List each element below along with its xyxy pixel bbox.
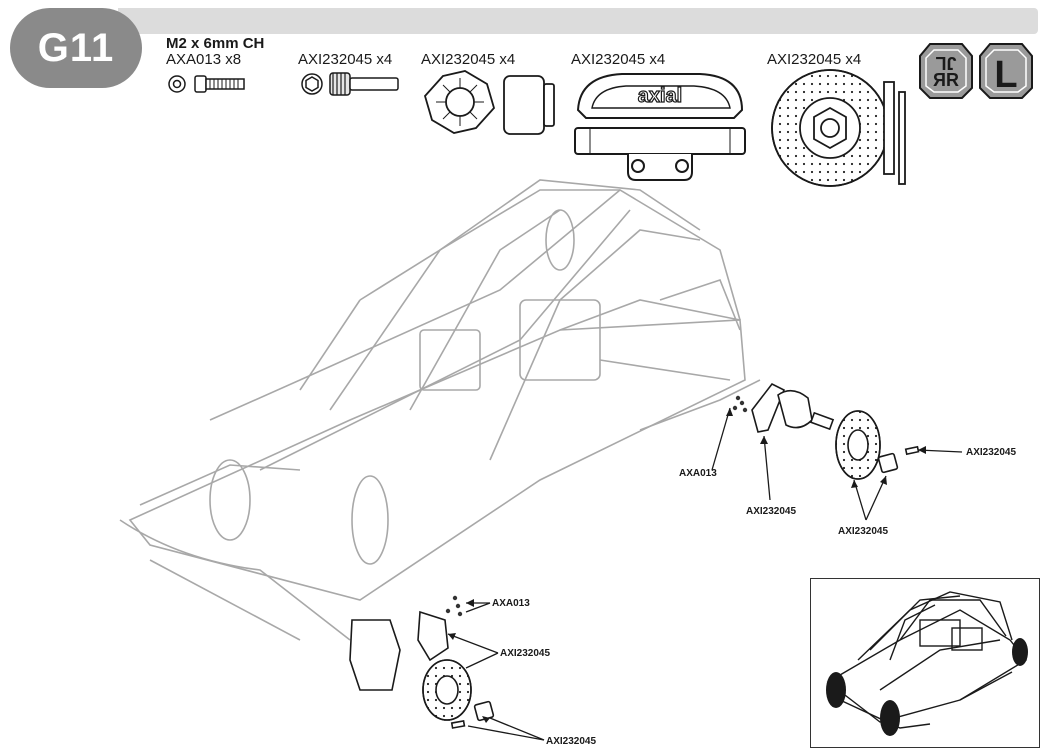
set-screw-icon [301,72,399,96]
part-label-caliper: AXI232045 x4 [571,51,666,68]
all-corners-text: ЯR [933,70,959,90]
svg-text:JL: JL [935,53,956,73]
callout-rear-caliper: AXI232045 [746,506,797,517]
step-badge: G11 [10,8,142,88]
inset-thumbnail-frame [810,578,1040,748]
vehicle-chassis-drawing [119,179,761,641]
callout-front-rotor-hub: AXI232045 [546,736,597,747]
caliper-logo: axial [638,85,682,107]
part-title-screw: M2 x 6mm CH [166,35,265,52]
brake-caliper-icon [574,73,746,181]
hex-hub-icon [423,70,555,135]
front-brake-assembly [349,595,495,729]
step-number: G11 [37,26,115,70]
left-side-letter: L [994,54,1017,96]
part-label-rotor: AXI232045 x4 [767,51,862,68]
brake-rotor-icon [771,69,906,187]
part-label-set-screw: AXI232045 x4 [298,51,393,68]
callout-rear-set-screw: AXI232045 [966,447,1017,458]
part-label-hex-hub: AXI232045 x4 [421,51,516,68]
part-label-screw: AXA013 x8 [166,51,242,68]
callout-front-caliper: AXI232045 [500,648,551,659]
callout-arrowheads [448,408,926,723]
left-side-icon [979,43,1033,99]
screw-with-washer-icon [168,75,245,93]
callout-rear-rotor-hub: AXI232045 [838,526,889,537]
rear-brake-assembly [732,382,920,480]
step-header-bar [118,8,1038,34]
callout-rear-screw: AXA013 [679,468,717,479]
callout-front-screw: AXA013 [492,598,530,609]
callout-leaders [447,407,963,741]
all-corners-icon [919,43,973,99]
